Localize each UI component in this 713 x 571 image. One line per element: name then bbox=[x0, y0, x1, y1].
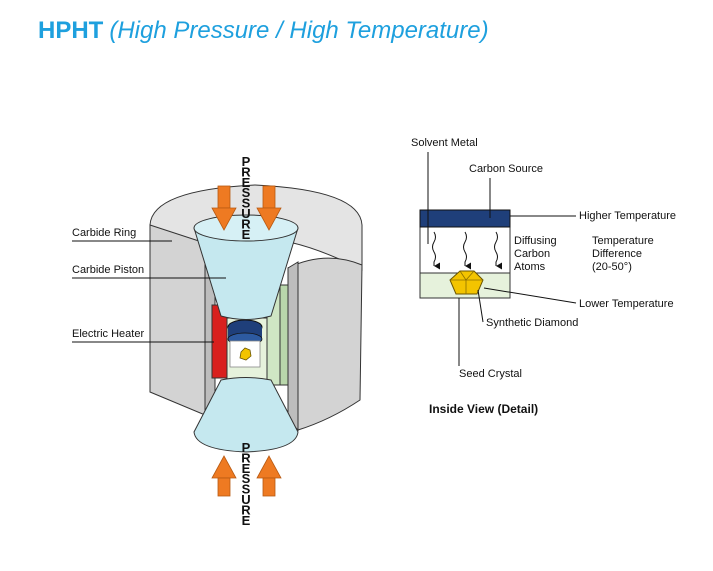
carbide-piston-bottom bbox=[193, 377, 299, 453]
pressure-arrow-top-left bbox=[211, 185, 237, 231]
label-carbide-ring: Carbide Ring bbox=[72, 227, 136, 239]
label-range: (20-50°) bbox=[592, 261, 632, 273]
label-lower-temperature: Lower Temperature bbox=[579, 298, 674, 310]
diffusion-arrow-1 bbox=[432, 231, 440, 270]
label-carbon-source: Carbon Source bbox=[469, 163, 543, 175]
detail-vessel bbox=[419, 209, 511, 299]
carbon-source-layer bbox=[419, 209, 511, 228]
title-italic: (High Pressure / High Temperature) bbox=[109, 17, 489, 44]
label-solvent-metal: Solvent Metal bbox=[411, 137, 478, 149]
reaction-cell bbox=[226, 317, 268, 382]
diffusion-arrow-2 bbox=[463, 231, 471, 270]
label-synthetic-diamond: Synthetic Diamond bbox=[486, 317, 578, 329]
pressure-arrow-bottom-left bbox=[211, 455, 237, 497]
pressure-arrow-top-right bbox=[256, 185, 282, 231]
leader-lower-temperature bbox=[483, 287, 577, 304]
label-carbon: Carbon bbox=[514, 248, 550, 260]
label-temperature: Temperature bbox=[592, 235, 654, 247]
leader-synthetic-diamond bbox=[477, 289, 484, 323]
label-diffusing: Diffusing bbox=[514, 235, 557, 247]
label-atoms: Atoms bbox=[514, 261, 546, 273]
label-carbide-piston: Carbide Piston bbox=[72, 264, 144, 276]
page-title: HPHT(High Pressure / High Temperature) bbox=[38, 17, 489, 45]
label-difference: Difference bbox=[592, 248, 642, 260]
label-electric-heater: Electric Heater bbox=[72, 328, 144, 340]
detail-caption: Inside View (Detail) bbox=[429, 402, 538, 416]
diffusion-arrow-3 bbox=[494, 231, 502, 270]
pressure-arrow-bottom-right bbox=[256, 455, 282, 497]
title-bold: HPHT bbox=[38, 17, 104, 44]
label-seed-crystal: Seed Crystal bbox=[459, 368, 522, 380]
label-higher-temperature: Higher Temperature bbox=[579, 210, 676, 222]
